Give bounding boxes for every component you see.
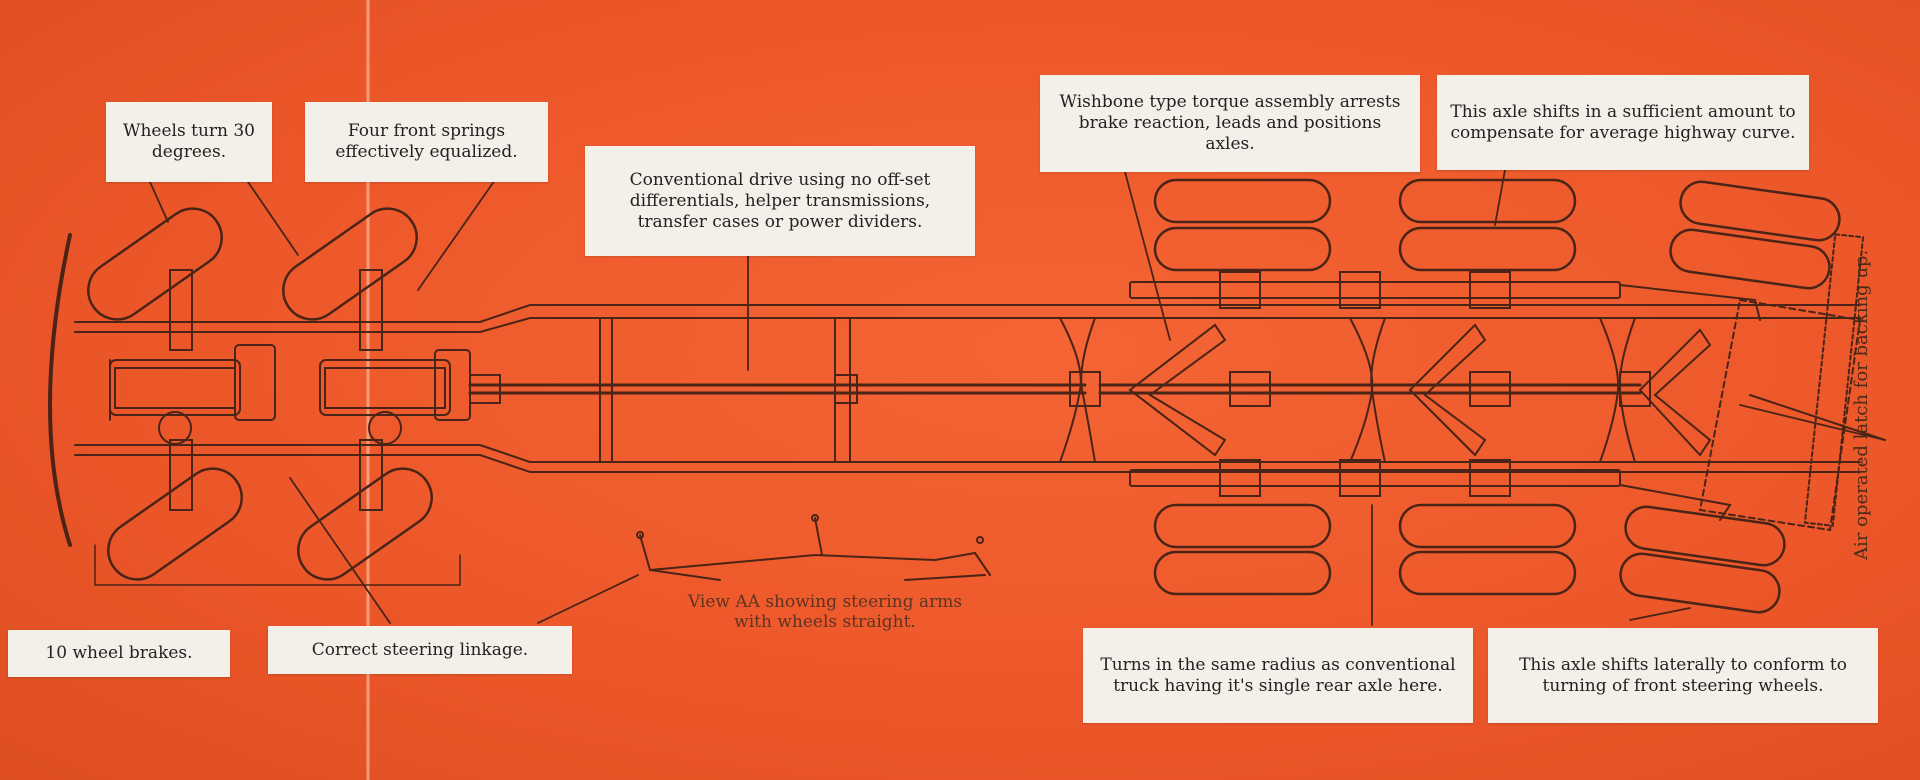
frame-rails bbox=[74, 304, 1861, 473]
callout-wishbone: Wishbone type torque assembly arrests br… bbox=[1040, 75, 1420, 172]
rear-tires bbox=[1153, 178, 1841, 614]
view-aa-steering-arms bbox=[636, 514, 991, 581]
front-tires bbox=[87, 207, 433, 581]
caption-view-aa: View AA showing steering arms with wheel… bbox=[687, 592, 963, 632]
callout-conventional-drive: Conventional drive using no off-set diff… bbox=[585, 146, 975, 256]
section-markers bbox=[94, 544, 461, 586]
wishbone-assembly bbox=[1128, 323, 1712, 457]
cross-members bbox=[599, 317, 1636, 463]
front-axle-1 bbox=[109, 269, 276, 511]
drive-shaft bbox=[468, 371, 1651, 407]
callout-wheel-brakes: 10 wheel brakes. bbox=[8, 630, 230, 677]
callout-axle-shifts-curve: This axle shifts in a sufficient amount … bbox=[1437, 75, 1809, 170]
paper-fold-line bbox=[366, 0, 370, 780]
callout-turns-same-radius: Turns in the same radius as conventional… bbox=[1083, 628, 1473, 723]
callout-wheels-turn: Wheels turn 30 degrees. bbox=[106, 102, 272, 182]
callout-axle-shifts-laterally: This axle shifts laterally to conform to… bbox=[1488, 628, 1878, 723]
latch-frame bbox=[1698, 233, 1886, 532]
leader-lines bbox=[149, 169, 1886, 626]
front-bumper bbox=[48, 233, 72, 547]
callout-steering-linkage: Correct steering linkage. bbox=[268, 626, 572, 674]
front-axle-2 bbox=[319, 269, 471, 511]
rear-axle-beams bbox=[1129, 271, 1761, 521]
caption-air-latch: Air operated latch for backing up. bbox=[1851, 249, 1872, 560]
callout-front-springs: Four front springs effectively equalized… bbox=[305, 102, 548, 182]
